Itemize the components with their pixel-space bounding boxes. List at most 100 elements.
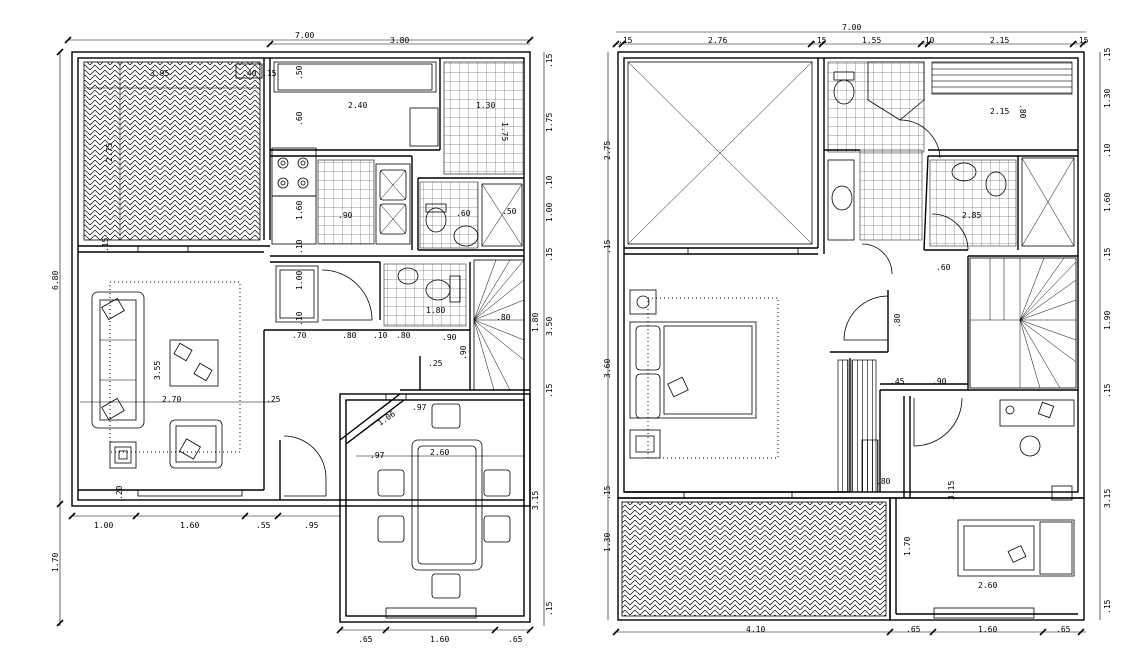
dim-label: .80 [496, 313, 511, 322]
dim-label: 2.60 [430, 448, 449, 457]
dim-label: 2.70 [162, 395, 181, 404]
dining-set [377, 403, 511, 599]
dim-label: 3.15 [1103, 489, 1112, 508]
upper-labels: 7.00 .15 2.76 .15 1.55 .10 2.15 .15 2.75… [603, 23, 1112, 634]
nightstand-2 [629, 429, 661, 459]
dim-label: .25 [428, 359, 443, 368]
armchair [169, 419, 223, 469]
upper-overall-width: 7.00 [842, 23, 861, 32]
dim-label: 1.00 [94, 521, 113, 530]
dim-label: .15 [545, 601, 554, 616]
dim-label: .15 [1103, 599, 1112, 614]
dim-label: .90 [442, 333, 457, 342]
dim-label: .50 [502, 207, 517, 216]
dim-label: 1.60 [430, 635, 449, 644]
dim-label: 1.60 [1103, 193, 1112, 212]
dim-label: .90 [932, 377, 947, 386]
dim-label: .40 [242, 69, 257, 78]
dim-label: 1.55 [862, 36, 881, 45]
sofa [91, 291, 145, 429]
ground-labels: 7.00 3.80 6.80 1.70 .15 1.75 .10 1.00 .1… [51, 31, 554, 644]
dim-label: .80 [1018, 104, 1027, 119]
bath-2-tiles [929, 159, 1017, 247]
wc-tiles [383, 263, 467, 327]
ground-overall-width: 7.00 [295, 31, 314, 40]
dim-label: .15 [603, 485, 612, 500]
dim-label: .65 [906, 625, 921, 634]
dim-label: .65 [1056, 625, 1071, 634]
dim-label: 1.60 [295, 201, 304, 220]
closet-2 [837, 359, 849, 493]
dim-label: .15 [1103, 383, 1112, 398]
kitchen-tiles [317, 159, 375, 245]
dim-label: .95 [304, 521, 319, 530]
dim-label: .97 [370, 451, 385, 460]
dim-label: 3.15 [531, 491, 540, 510]
ground-lower-height: 1.70 [51, 553, 60, 572]
dim-label: .45 [890, 377, 905, 386]
dim-label: 1.60 [180, 521, 199, 530]
dim-label: 3.15 [947, 481, 956, 500]
ground-floor-plan [56, 36, 545, 634]
kitchen-sink [375, 163, 411, 245]
dim-label: 1.75 [500, 122, 509, 141]
double-height-void [627, 61, 813, 245]
dim-label: .10 [373, 331, 388, 340]
refrigerator [275, 265, 319, 323]
dim-label: .20 [115, 485, 124, 500]
dim-label: .97 [412, 403, 427, 412]
dim-label: 2.75 [105, 143, 114, 162]
upper-stairs [969, 257, 1077, 389]
ground-overall-height: 6.80 [51, 271, 60, 290]
dim-label: .15 [1103, 247, 1112, 262]
dim-label: 1.80 [426, 306, 445, 315]
nightstand-1 [629, 289, 657, 315]
dim-label: .65 [508, 635, 523, 644]
dim-label: 3.50 [545, 317, 554, 336]
dim-label: .80 [396, 331, 411, 340]
dim-label: .15 [603, 239, 612, 254]
dim-label: .15 [101, 237, 110, 252]
dim-label: 2.85 [962, 211, 981, 220]
living-rug [109, 281, 241, 453]
dim-label: .70 [292, 331, 307, 340]
hall-tiles [859, 149, 923, 241]
dim-label: 1.00 [295, 271, 304, 290]
ground-right-width: 3.80 [390, 36, 409, 45]
ground-stairs [473, 259, 525, 391]
laundry-tiles [443, 61, 525, 175]
dim-label: .15 [812, 36, 827, 45]
dim-label: 2.75 [603, 141, 612, 160]
dim-label: .15 [545, 383, 554, 398]
dim-label: 1.80 [531, 313, 540, 332]
dim-label: 1.30 [603, 533, 612, 552]
dim-label: 1.30 [1103, 89, 1112, 108]
dim-label: .15 [618, 36, 633, 45]
dim-label: .60 [295, 111, 304, 126]
dim-label: .80 [342, 331, 357, 340]
dim-label: .90 [459, 345, 468, 360]
dim-label: .50 [295, 65, 304, 80]
dim-label: 1.75 [545, 113, 554, 132]
upper-balcony-hatch [621, 501, 887, 617]
stove [271, 147, 317, 197]
dim-label: .80 [893, 313, 902, 328]
dim-label: 1.90 [1103, 311, 1112, 330]
coffee-table [169, 339, 219, 387]
upper-dimension-lines [607, 31, 1101, 636]
dim-label: .10 [545, 175, 554, 190]
dim-label: 1.30 [476, 101, 495, 110]
desk-chair [1019, 435, 1041, 457]
upper-walls [617, 51, 1085, 621]
bedroom-rug [647, 297, 779, 459]
dim-label: .10 [295, 311, 304, 326]
dim-label: 3.60 [603, 359, 612, 378]
dim-label: 2.15 [990, 107, 1009, 116]
dim-label: 2.76 [708, 36, 727, 45]
desk [999, 399, 1075, 427]
dim-label: .90 [338, 211, 353, 220]
dim-label: 1.00 [545, 203, 554, 222]
single-bed [957, 519, 1075, 577]
upper-bath-tiles [827, 61, 925, 153]
dim-label: .15 [545, 247, 554, 262]
